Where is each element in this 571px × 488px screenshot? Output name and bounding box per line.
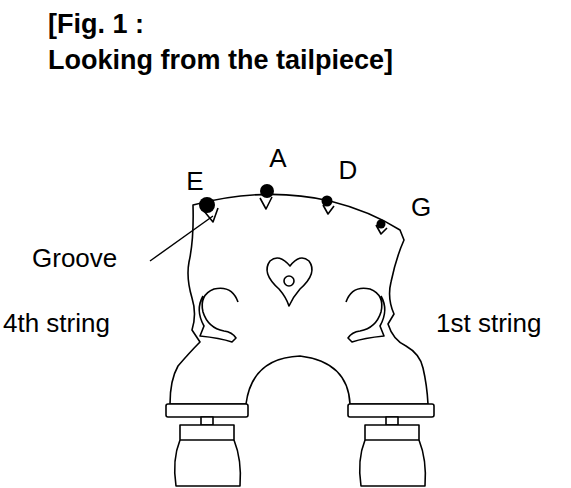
figure-title: [Fig. 1 : Looking from the tailpiece] <box>48 9 393 75</box>
right-foot <box>348 404 434 417</box>
string-name: E <box>186 166 203 196</box>
title-wrap-spacer <box>178 6 528 42</box>
right-ear-cutout <box>346 288 385 342</box>
groove-notch <box>260 197 272 209</box>
side-label: 1st string <box>436 308 542 338</box>
adjuster-line <box>365 439 419 441</box>
right-adjuster <box>360 425 426 486</box>
heart-cutout <box>267 258 312 306</box>
bridge-outline <box>170 194 428 404</box>
heart-hole <box>284 276 294 286</box>
right-adjuster-stem <box>386 417 398 425</box>
left-foot <box>166 404 248 417</box>
string-d <box>322 196 333 207</box>
groove-notch <box>323 205 334 214</box>
left-adjuster-stem <box>201 417 213 425</box>
figure-title-box: [Fig. 1 : Looking from the tailpiece] <box>48 6 528 78</box>
string-e <box>199 197 215 213</box>
adjuster-line <box>180 439 234 441</box>
left-ear-cutout <box>199 288 238 342</box>
groove-leader <box>150 216 213 261</box>
string-name: G <box>411 192 431 222</box>
side-label: 4th string <box>3 308 110 338</box>
string-g <box>377 220 386 229</box>
string-a <box>260 184 274 198</box>
left-adjuster <box>175 425 241 486</box>
string-name: A <box>269 143 286 173</box>
part-name: Groove <box>32 243 117 273</box>
string-name: D <box>339 155 358 185</box>
